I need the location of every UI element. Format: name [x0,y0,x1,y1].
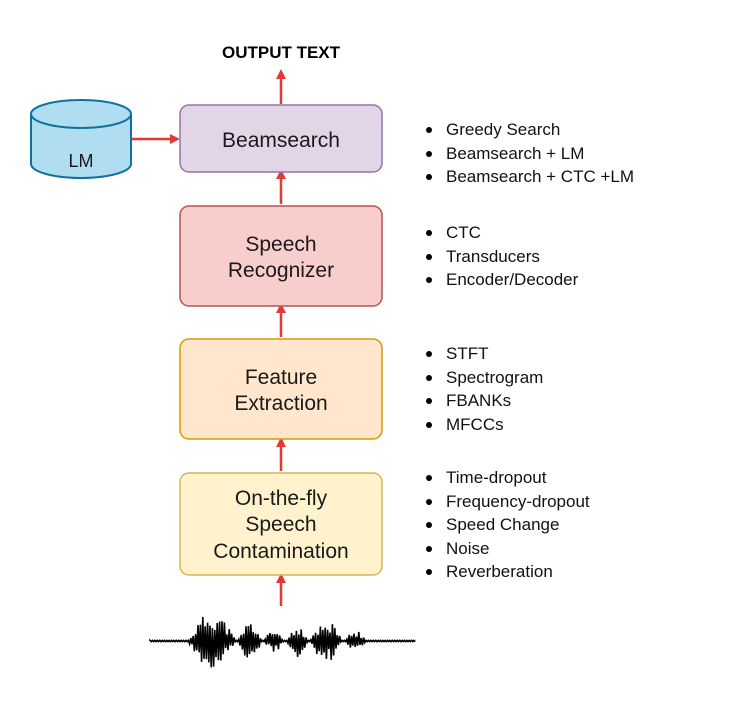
database-cylinder-icon [30,99,132,179]
list-item: Greedy Search [422,118,634,142]
list-item: Transducers [422,245,578,269]
feature-extraction-label-line-2: Extraction [234,392,327,415]
lm-database: LM [30,99,132,179]
list-item: STFT [422,342,543,366]
feature-extraction-label-line-1: Feature [245,366,317,389]
lm-label: LM [68,151,93,171]
list-item: Reverberation [422,560,590,584]
list-item: Frequency-dropout [422,490,590,514]
list-item: CTC [422,221,578,245]
block-feature-extraction: Feature Extraction [179,338,383,440]
list-item: Beamsearch + CTC +LM [422,165,634,189]
beamsearch-label: Beamsearch [222,129,340,152]
beamsearch-box [179,104,383,173]
speech-recognizer-box [179,205,383,307]
block-beamsearch: Beamsearch [179,104,383,173]
speech-recognizer-options-list: CTC Transducers Encoder/Decoder [422,221,578,292]
feature-extraction-options-list: STFT Spectrogram FBANKs MFCCs [422,342,543,436]
list-item: Speed Change [422,513,590,537]
output-text-label: OUTPUT TEXT [222,43,341,62]
contamination-options-list: Time-dropout Frequency-dropout Speed Cha… [422,466,590,584]
beamsearch-options-list: Greedy Search Beamsearch + LM Beamsearch… [422,118,634,189]
block-contamination: On-the-fly Speech Contamination [179,472,383,576]
contamination-label-line-2: Speech [245,513,316,536]
list-item: Encoder/Decoder [422,268,578,292]
list-item: Beamsearch + LM [422,142,634,166]
speech-recognizer-label-line-2: Recognizer [228,259,334,282]
contamination-label-line-3: Contamination [213,540,348,563]
feature-extraction-box [179,338,383,440]
list-item: Noise [422,537,590,561]
waveform-trace [149,616,416,668]
speech-recognizer-label-line-1: Speech [245,233,316,256]
contamination-box [179,472,383,576]
block-speech-recognizer: Speech Recognizer [179,205,383,307]
audio-waveform-icon [149,616,416,668]
list-item: FBANKs [422,389,543,413]
list-item: Time-dropout [422,466,590,490]
list-item: MFCCs [422,413,543,437]
list-item: Spectrogram [422,366,543,390]
contamination-label-line-1: On-the-fly [235,487,328,510]
